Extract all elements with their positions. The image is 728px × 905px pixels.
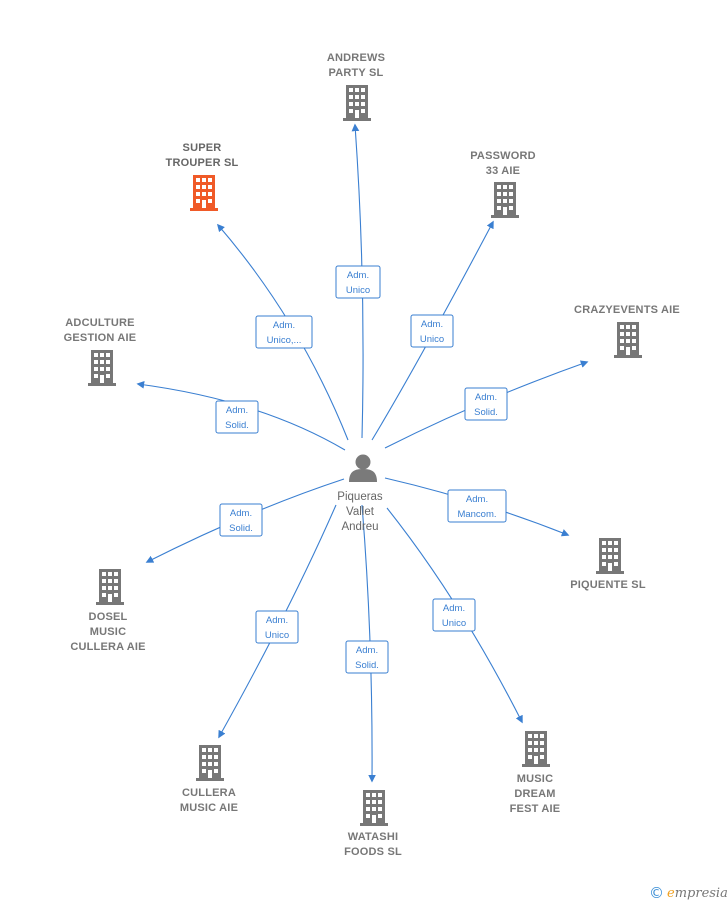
relation-text-line: Adm.	[230, 508, 252, 519]
company-label-line: CULLERA AIE	[70, 641, 145, 653]
relation-label-andrews-party-sl[interactable]: Adm. Unico	[335, 265, 381, 299]
company-node-adculture-gestion-aie[interactable]: ADCULTURE GESTION AIE	[64, 317, 137, 386]
relation-box	[255, 610, 299, 644]
company-label-line: CRAZYEVENTS AIE	[574, 304, 680, 316]
relation-box	[410, 314, 454, 348]
brand-initial: e	[667, 885, 675, 901]
company-label-line: CULLERA	[182, 787, 236, 799]
company-label-line: MUSIC	[517, 773, 553, 785]
relation-box	[219, 503, 263, 537]
company-node-super-trouper-sl[interactable]: SUPER TROUPER SL	[166, 142, 239, 211]
company-label-line: ADCULTURE	[65, 317, 134, 329]
company-node-password-33-aie[interactable]: PASSWORD 33 AIE	[470, 150, 536, 218]
building-icon	[88, 350, 116, 386]
relation-text-line: Solid.	[225, 420, 249, 431]
relation-text-line: Adm.	[356, 645, 378, 656]
company-label-line: PARTY SL	[329, 67, 384, 79]
building-icon	[596, 538, 624, 574]
relation-text-line: Adm.	[421, 319, 443, 330]
company-node-music-dream-fest-aie[interactable]: MUSIC DREAM FEST AIE	[510, 731, 561, 815]
relation-text-line: Adm.	[347, 270, 369, 281]
copyright-icon: ©	[649, 883, 664, 902]
company-node-crazyevents-aie[interactable]: CRAZYEVENTS AIE	[574, 304, 680, 358]
edges-layer	[136, 123, 589, 783]
relation-text-line: Adm.	[475, 392, 497, 403]
company-node-dosel-music-cullera-aie[interactable]: DOSEL MUSIC CULLERA AIE	[70, 569, 145, 653]
company-node-piquente-sl[interactable]: PIQUENTE SL	[570, 538, 646, 591]
relation-text-line: Unico	[265, 630, 289, 641]
company-node-andrews-party-sl[interactable]: ANDREWS PARTY SL	[327, 52, 385, 121]
building-icon	[491, 182, 519, 218]
relation-label-piquente-sl[interactable]: Adm. Mancom.	[447, 489, 507, 523]
building-icon	[96, 569, 124, 605]
building-icon	[196, 745, 224, 781]
company-label-line: WATASHI	[348, 831, 399, 843]
company-label-line: TROUPER SL	[166, 157, 239, 169]
company-node-watashi-foods-sl[interactable]: WATASHI FOODS SL	[344, 790, 402, 858]
relation-label-crazyevents-aie[interactable]: Adm. Solid.	[464, 387, 508, 421]
relation-labels-layer: Adm.UnicoAdm.Unico,...Adm.UnicoAdm.Solid…	[215, 265, 508, 674]
empresia-logo: © empresia	[649, 884, 728, 902]
relation-text-line: Unico,...	[267, 335, 302, 346]
brand-name: empresia	[667, 886, 728, 901]
relation-text-line: Adm.	[273, 320, 295, 331]
company-label-line: FEST AIE	[510, 803, 561, 815]
company-label-line: ANDREWS	[327, 52, 385, 64]
relation-text-line: Unico	[346, 285, 370, 296]
company-label-line: SUPER	[183, 142, 222, 154]
company-node-cullera-music-aie[interactable]: CULLERA MUSIC AIE	[180, 745, 238, 814]
relation-text-line: Adm.	[443, 603, 465, 614]
building-icon	[614, 322, 642, 358]
relation-box	[335, 265, 381, 299]
relation-text-line: Adm.	[226, 405, 248, 416]
company-label-line: DREAM	[514, 788, 555, 800]
person-name-line-2: Vallet	[346, 506, 375, 518]
relation-box	[432, 598, 476, 632]
relation-text-line: Solid.	[355, 660, 379, 671]
relation-box	[447, 489, 507, 523]
relation-text-line: Solid.	[474, 407, 498, 418]
relation-label-music-dream-fest-aie[interactable]: Adm. Unico	[432, 598, 476, 632]
relation-text-line: Unico	[442, 618, 466, 629]
relation-text-line: Adm.	[466, 494, 488, 505]
brand-rest: mpresia	[674, 885, 728, 901]
relation-box	[215, 400, 259, 434]
person-name-line-1: Piqueras	[337, 491, 383, 503]
relation-label-watashi-foods-sl[interactable]: Adm. Solid.	[345, 640, 389, 674]
company-label-line: MUSIC AIE	[180, 802, 238, 814]
relation-box	[255, 315, 313, 349]
relation-label-dosel-music-cullera-aie[interactable]: Adm. Solid.	[219, 503, 263, 537]
relation-label-adculture-gestion-aie[interactable]: Adm. Solid.	[215, 400, 259, 434]
relation-text-line: Solid.	[229, 523, 253, 534]
relation-box	[464, 387, 508, 421]
relation-text-line: Mancom.	[457, 509, 496, 520]
company-label-line: PASSWORD	[470, 150, 536, 162]
person-icon	[349, 454, 377, 482]
company-label-line: DOSEL	[89, 611, 128, 623]
center-person-node[interactable]: Piqueras Vallet Andreu	[337, 454, 383, 534]
building-icon	[522, 731, 550, 767]
relation-label-password-33-aie[interactable]: Adm. Unico	[410, 314, 454, 348]
building-icon	[360, 790, 388, 826]
relation-label-cullera-music-aie[interactable]: Adm. Unico	[255, 610, 299, 644]
company-label-line: PIQUENTE SL	[570, 579, 646, 591]
company-label-line: FOODS SL	[344, 846, 402, 858]
building-icon	[190, 175, 218, 211]
building-icon	[343, 85, 371, 121]
company-label-line: MUSIC	[90, 626, 126, 638]
company-label-line: GESTION AIE	[64, 332, 137, 344]
company-nodes-layer: ANDREWS PARTY SL SUPER TROUPER SL PASSWORD 33…	[64, 52, 680, 858]
relation-text-line: Unico	[420, 334, 444, 345]
company-label-line: 33 AIE	[486, 165, 520, 177]
relation-box	[345, 640, 389, 674]
person-name-line-3: Andreu	[341, 521, 378, 533]
relation-text-line: Adm.	[266, 615, 288, 626]
relation-label-super-trouper-sl[interactable]: Adm. Unico,...	[255, 315, 313, 349]
